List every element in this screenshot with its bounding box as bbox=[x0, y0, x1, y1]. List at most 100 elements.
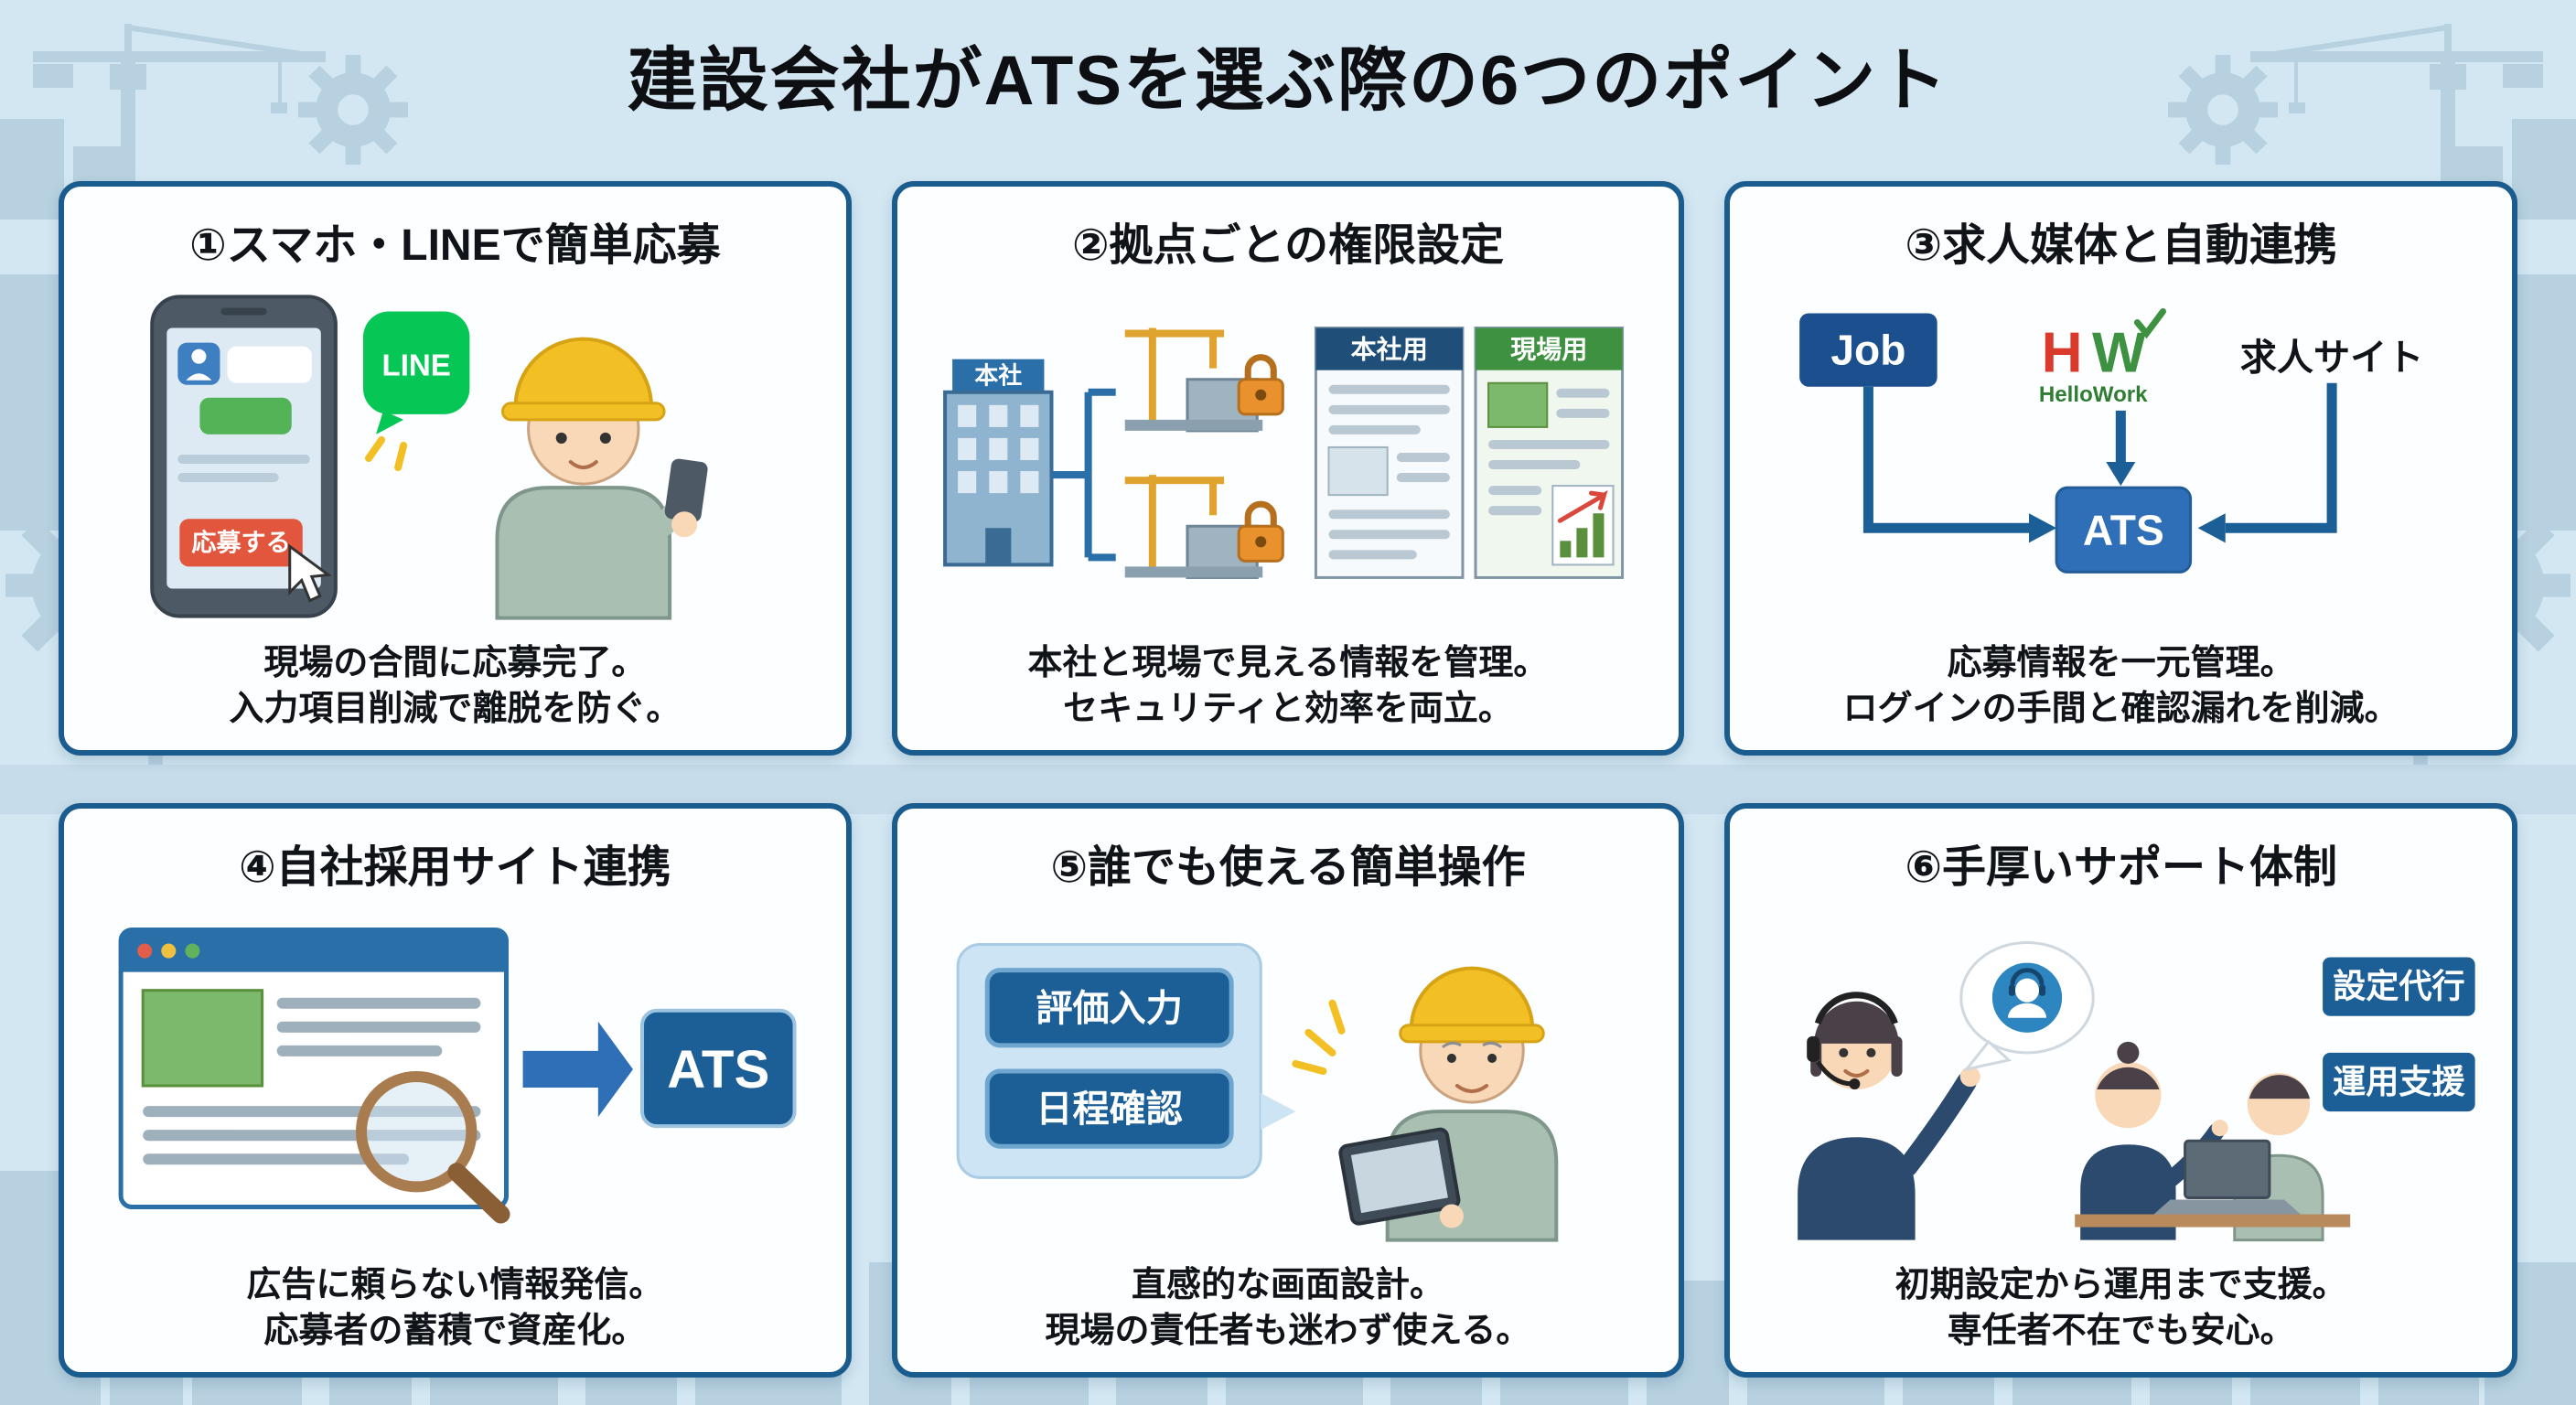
agent-arm bbox=[1897, 1071, 1978, 1176]
schedule-check-label: 日程確認 bbox=[1036, 1089, 1183, 1130]
apply-button[interactable] bbox=[179, 518, 303, 567]
spark-lines bbox=[1292, 999, 1346, 1075]
trainee-hair bbox=[2249, 1074, 2311, 1099]
desk bbox=[2075, 1214, 2351, 1228]
evaluation-input-label: 評価入力 bbox=[1036, 987, 1183, 1028]
hq-panel-label: 本社用 bbox=[1350, 335, 1427, 363]
setup-proxy-button[interactable] bbox=[2319, 953, 2479, 1020]
card-4-heading: ④自社採用サイト連携 bbox=[239, 843, 671, 892]
office-door bbox=[984, 527, 1011, 565]
worker-body bbox=[495, 485, 672, 620]
site-hero-image bbox=[141, 988, 264, 1088]
browser-dot-green bbox=[185, 943, 200, 959]
hellowork-w: W bbox=[2092, 321, 2146, 384]
hellowork-label: HelloWork bbox=[2039, 381, 2148, 406]
growth-chart-icon bbox=[1551, 484, 1615, 566]
integration-arrows bbox=[1863, 382, 2337, 542]
job-label: Job bbox=[1831, 326, 1906, 373]
hellowork-logo: H W HelloWork bbox=[2039, 307, 2167, 406]
card-1-desc-line-1: 現場の合間に応募完了。 bbox=[263, 644, 647, 683]
support-agent bbox=[1798, 991, 1981, 1240]
card-2-desc-line-2: セキュリティと効率を両立。 bbox=[1063, 689, 1513, 728]
card-1-smartphone-line-apply: ①スマホ・LINEで簡単応募 応募する bbox=[59, 181, 852, 756]
page-title: 建設会社がATSを選ぶ際の6つのポイント bbox=[627, 42, 1949, 120]
card-6-desc-line-2: 専任者不在でも安心。 bbox=[1947, 1311, 2295, 1350]
office-windows bbox=[957, 404, 1039, 493]
card-4-career-site-integration: ④自社採用サイト連携 bbox=[59, 803, 852, 1378]
operation-support-label: 運用支援 bbox=[2333, 1063, 2465, 1100]
headset-band bbox=[1815, 991, 1899, 1024]
card-1-heading: ①スマホ・LINEで簡単応募 bbox=[189, 221, 721, 270]
smartphone: 応募する bbox=[150, 295, 338, 618]
card-6-support-system: ⑥手厚いサポート体制 bbox=[1724, 803, 2517, 1378]
hq-permission-panel: 本社用 bbox=[1314, 326, 1465, 579]
card-4-illustration: ATS bbox=[88, 898, 822, 1258]
card-2-illustration-svg: 本社 bbox=[942, 326, 1624, 579]
support-speech-bubble bbox=[1959, 940, 2096, 1071]
job-media-box: Job bbox=[1799, 313, 1937, 387]
chat-bubble-green bbox=[199, 397, 292, 434]
laptop-icon bbox=[2153, 1139, 2302, 1215]
agent-hair bbox=[1814, 1001, 1899, 1044]
ats-box: ATS bbox=[2055, 486, 2193, 574]
worker-phone bbox=[664, 458, 708, 522]
ats-box: ATS bbox=[639, 1008, 797, 1128]
site-manager-with-tablet bbox=[1338, 966, 1558, 1242]
card-2-desc-line-1: 本社と現場で見える情報を管理。 bbox=[1027, 644, 1549, 683]
career-site-browser bbox=[118, 927, 510, 1224]
card-5-easy-operation: ⑤誰でも使える簡単操作 評価入力 日程確認 bbox=[891, 803, 1685, 1378]
ats-label: ATS bbox=[2083, 506, 2164, 553]
site-permission-panel: 現場用 bbox=[1474, 326, 1624, 579]
card-6-illustration: 設定代行 運用支援 bbox=[1754, 898, 2488, 1258]
bubble-tail bbox=[1963, 1039, 2012, 1071]
card-2-heading: ②拠点ごとの権限設定 bbox=[1071, 221, 1505, 270]
chat-bubble-white bbox=[227, 346, 312, 383]
card-1-illustration-svg: 応募する LINE bbox=[150, 295, 708, 620]
head-office-label: 本社 bbox=[974, 361, 1022, 389]
magnifier-icon bbox=[355, 1070, 510, 1224]
support-buttons: 設定代行 運用支援 bbox=[2319, 953, 2479, 1115]
browser-dot-red bbox=[137, 943, 153, 959]
card-2-site-permissions: ②拠点ごとの権限設定 本社 bbox=[891, 181, 1685, 756]
apply-button-label: 応募する bbox=[191, 528, 290, 556]
jobsite-label: 求人サイト bbox=[2240, 337, 2424, 378]
hellowork-check-icon bbox=[2134, 307, 2167, 338]
operation-support-button[interactable] bbox=[2319, 1048, 2479, 1115]
padlock-icon bbox=[1237, 500, 1284, 563]
headset-earcup bbox=[1807, 1035, 1820, 1062]
worker-helmet bbox=[513, 337, 654, 409]
card-3-illustration-svg: Job H W HelloWork 求人サイト bbox=[1799, 307, 2424, 574]
ats-label: ATS bbox=[667, 1040, 769, 1099]
cards-grid: ①スマホ・LINEで簡単応募 応募する bbox=[59, 181, 2517, 1378]
card-2-illustration: 本社 bbox=[921, 276, 1656, 636]
padlock-icon bbox=[1237, 353, 1284, 415]
operator-headset-icon bbox=[2010, 967, 2045, 985]
schedule-check-button[interactable] bbox=[984, 1068, 1234, 1149]
agent-body bbox=[1798, 1136, 1916, 1240]
card-6-illustration-svg: 設定代行 運用支援 bbox=[1798, 940, 2479, 1241]
card-5-desc-line-1: 直感的な画面設計。 bbox=[1131, 1266, 1444, 1305]
hellowork-h: H bbox=[2042, 321, 2083, 384]
card-3-desc-line-1: 応募情報を一元管理。 bbox=[1947, 644, 2295, 683]
browser-dot-yellow bbox=[161, 943, 177, 959]
ui-panel: 評価入力 日程確認 bbox=[956, 942, 1296, 1179]
chat-avatar bbox=[177, 342, 220, 385]
card-4-desc-line-1: 広告に頼らない情報発信。 bbox=[246, 1266, 664, 1305]
card-3-job-media-integration: ③求人媒体と自動連携 Job H W HelloWork 求人サイト bbox=[1724, 181, 2517, 756]
head-office-building: 本社 bbox=[942, 359, 1054, 567]
evaluation-input-button[interactable] bbox=[984, 967, 1234, 1047]
card-3-desc-line-2: ログインの手間と確認漏れを削減。 bbox=[1842, 689, 2399, 728]
card-5-illustration-svg: 評価入力 日程確認 bbox=[956, 942, 1558, 1242]
manager-hand bbox=[1439, 1204, 1464, 1228]
card-3-illustration: Job H W HelloWork 求人サイト bbox=[1754, 276, 2488, 636]
card-6-heading: ⑥手厚いサポート体制 bbox=[1905, 843, 2337, 892]
construction-site-lower bbox=[1124, 474, 1284, 579]
panel-pointer bbox=[1260, 1092, 1296, 1130]
card-3-heading: ③求人媒体と自動連携 bbox=[1905, 221, 2337, 270]
card-1-illustration: 応募する LINE bbox=[88, 276, 822, 636]
manager-helmet bbox=[1409, 966, 1534, 1031]
card-5-desc-line-2: 現場の責任者も迷わず使える。 bbox=[1045, 1311, 1531, 1350]
card-4-desc-line-2: 応募者の蓄積で資産化。 bbox=[263, 1311, 647, 1350]
tablet bbox=[1338, 1127, 1461, 1226]
setup-proxy-label: 設定代行 bbox=[2333, 967, 2464, 1004]
